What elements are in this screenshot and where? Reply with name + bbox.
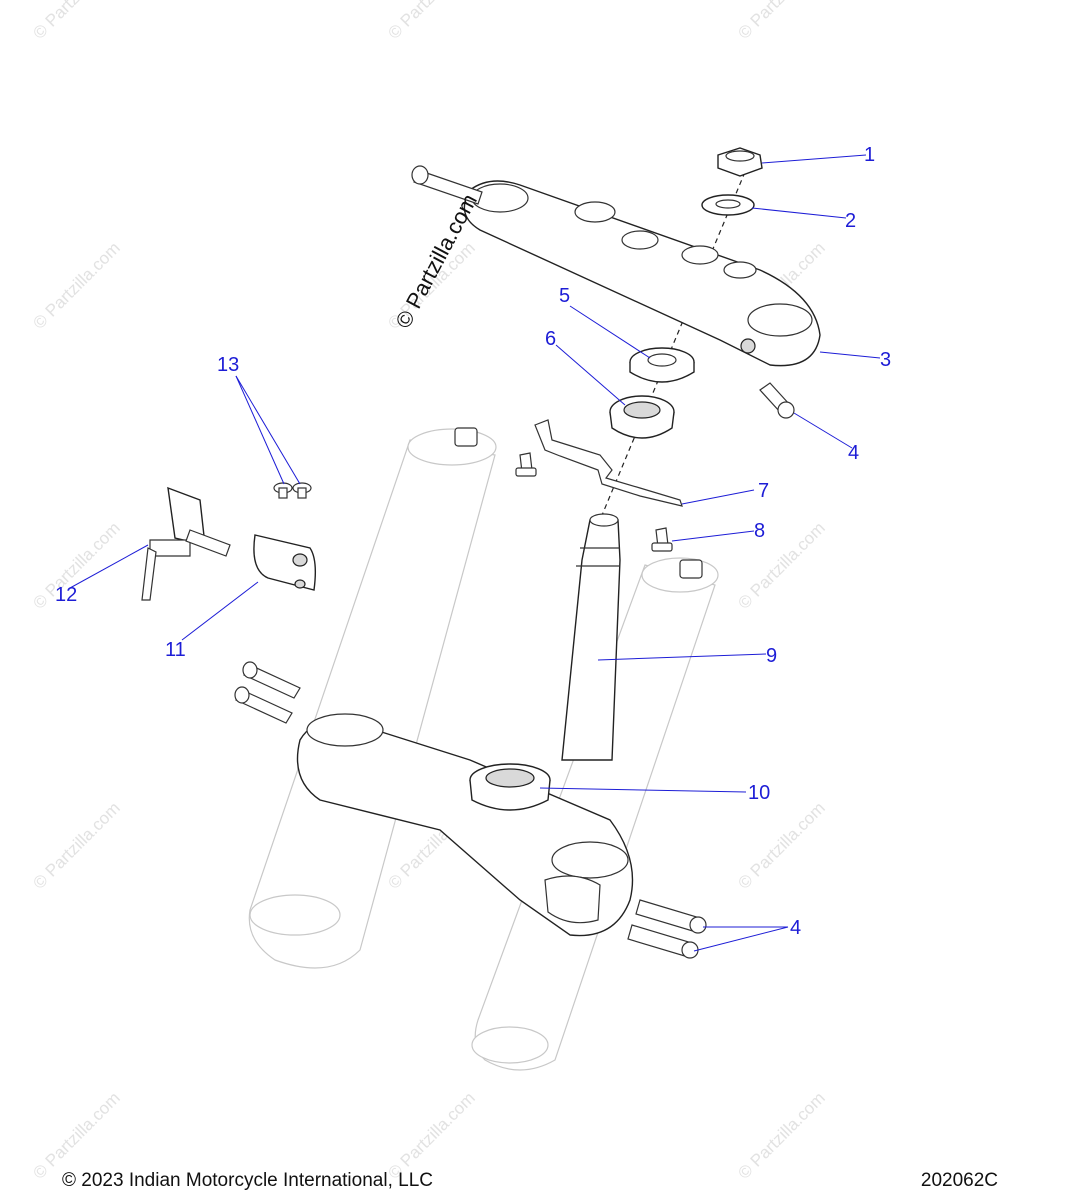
steering-bearing <box>609 395 675 439</box>
watermark-tile: © Partzilla.com <box>734 518 828 612</box>
callout-4-upper: 4 <box>848 442 859 464</box>
ignition-lock <box>141 486 231 601</box>
watermark-tile: © Partzilla.com <box>734 0 828 43</box>
callout-10: 10 <box>748 782 770 804</box>
watermark-tile: © Partzilla.com <box>734 798 828 892</box>
lower-pinch-bolts <box>627 899 707 959</box>
callout-5: 5 <box>559 285 570 307</box>
wire-bracket <box>534 419 683 507</box>
callout-4-lower: 4 <box>790 917 801 939</box>
callout-13: 13 <box>217 354 239 376</box>
fork-caps <box>454 427 703 579</box>
watermark-tile: © Partzilla.com <box>29 0 123 43</box>
callout-12: 12 <box>55 584 77 606</box>
callout-8: 8 <box>754 520 765 542</box>
callout-2: 2 <box>845 210 856 232</box>
adjuster-nut <box>629 347 695 383</box>
watermark-tile: © Partzilla.com <box>734 1088 828 1182</box>
small-bolt-8a <box>515 452 537 477</box>
callout-1: 1 <box>864 144 875 166</box>
lower-clamp-bolts-left <box>234 661 301 724</box>
callouts: 1 2 3 4 4 5 6 7 8 9 10 11 12 13 <box>55 144 891 939</box>
watermark-tile: © Partzilla.com <box>29 1088 123 1182</box>
stem-nut <box>717 147 763 177</box>
lock-cover <box>253 534 317 591</box>
small-bolt-8b <box>651 527 673 552</box>
screws-13 <box>273 482 312 499</box>
upper-pinch-bolt <box>759 382 795 419</box>
callout-9: 9 <box>766 645 777 667</box>
watermark-tile: © Partzilla.com <box>29 238 123 332</box>
leader-lines <box>69 154 881 952</box>
callout-11: 11 <box>165 639 186 661</box>
callout-7: 7 <box>758 480 769 502</box>
watermark-tile: © Partzilla.com <box>384 0 478 43</box>
callout-3: 3 <box>880 349 891 371</box>
callout-6: 6 <box>545 328 556 350</box>
stem-washer <box>701 194 755 216</box>
diagram-code: 202062C <box>920 1170 998 1191</box>
pinch-bolt-upper <box>411 165 483 205</box>
footer-copyright: © 2023 Indian Motorcycle International, … <box>62 1170 433 1191</box>
watermark-tile: © Partzilla.com <box>29 798 123 892</box>
lower-triple-clamp <box>296 713 634 937</box>
steering-stem <box>561 513 621 761</box>
upper-triple-clamp <box>463 180 821 367</box>
watermark-tile: © Partzilla.com <box>384 1088 478 1182</box>
